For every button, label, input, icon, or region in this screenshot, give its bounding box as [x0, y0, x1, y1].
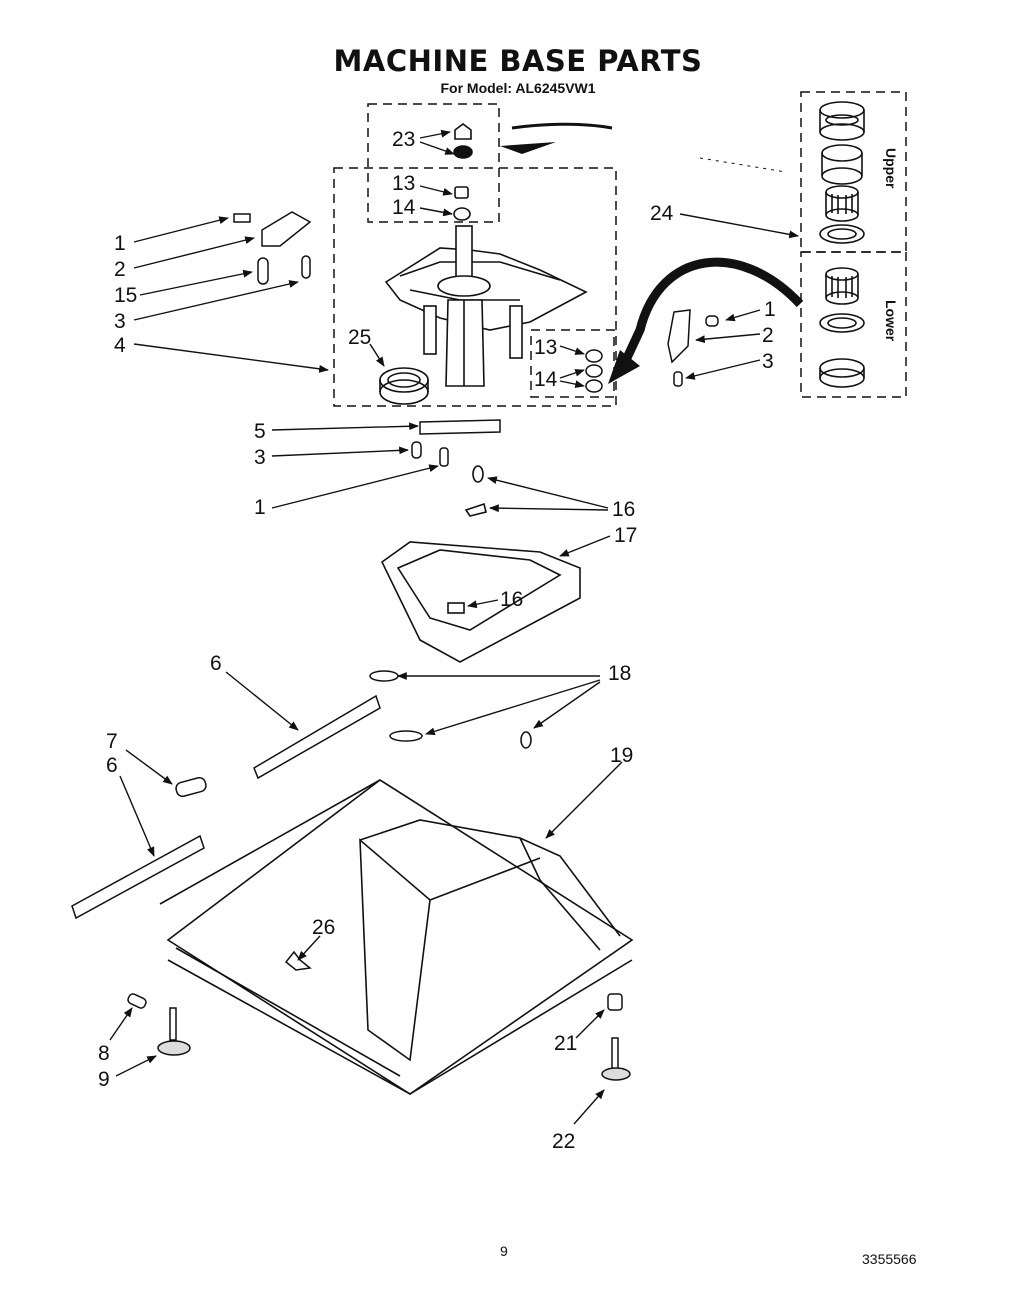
left-bracket-parts	[233, 211, 312, 285]
model-subtitle: For Model: AL6245VW1	[440, 80, 596, 96]
callout-23: 23	[392, 128, 415, 151]
page-number: 9	[500, 1243, 508, 1259]
callout-2-left: 2	[114, 258, 126, 281]
callout-3-right: 3	[762, 350, 774, 373]
callout-14-pulley: 14	[534, 368, 558, 391]
cabinet-base-frame	[159, 779, 634, 1095]
callout-3-lower: 3	[254, 446, 266, 469]
callout-labels: 1 2 15 3 4 23 13 14 25 24 1 2 3 13 14 5 …	[98, 128, 776, 1153]
lower-bearing-parts	[819, 267, 865, 388]
callout-24: 24	[650, 202, 674, 225]
foot-parts	[127, 950, 631, 1081]
callout-22: 22	[552, 1130, 575, 1153]
callout-2-right: 2	[762, 324, 774, 347]
callout-19: 19	[610, 744, 633, 767]
nut-stack-parts	[453, 123, 473, 221]
lower-label: Lower	[883, 300, 899, 342]
callout-6-upper: 6	[210, 652, 222, 675]
callout-21: 21	[554, 1032, 577, 1055]
dashed-leader	[699, 157, 787, 173]
callout-7: 7	[106, 730, 118, 753]
callout-18: 18	[608, 662, 631, 685]
callout-14-top: 14	[392, 196, 416, 219]
document-number: 3355566	[862, 1251, 917, 1267]
transmission-assembly-boxes	[333, 91, 907, 407]
seal-ring-part	[379, 367, 429, 405]
callout-3-left: 3	[114, 310, 126, 333]
callout-1-left: 1	[114, 232, 126, 255]
curved-arrow-head	[608, 350, 640, 384]
callout-1-right: 1	[764, 298, 776, 321]
callout-13-pulley: 13	[534, 336, 557, 359]
upper-bearing-parts	[819, 101, 865, 244]
rail-parts	[71, 670, 532, 920]
pulley-nut-parts	[585, 349, 603, 393]
callout-15: 15	[114, 284, 137, 307]
callout-4: 4	[114, 334, 126, 357]
callout-1-lower: 1	[254, 496, 266, 519]
callout-17: 17	[614, 524, 637, 547]
callout-16-frame: 16	[500, 588, 523, 611]
callout-26: 26	[312, 916, 335, 939]
curved-pointer-arrow	[621, 257, 804, 362]
transmission-assembly	[384, 225, 588, 387]
top-parts-dashed-box	[367, 103, 500, 223]
brace-parts	[411, 419, 501, 467]
tub-support-frame	[380, 465, 581, 663]
callout-13-top: 13	[392, 172, 415, 195]
top-arrow-head	[500, 142, 556, 154]
callout-25: 25	[348, 326, 371, 349]
assembly-dashed-box	[333, 167, 617, 407]
page-title: MACHINE BASE PARTS	[333, 44, 703, 78]
callout-5: 5	[254, 420, 266, 443]
right-bracket-parts	[667, 309, 719, 387]
callout-16-top: 16	[612, 498, 635, 521]
callout-6-lower: 6	[106, 754, 118, 777]
lower-bearing-box	[800, 251, 907, 398]
leader-arrows	[109, 129, 799, 1125]
upper-label: Upper	[883, 148, 899, 189]
callout-8: 8	[98, 1042, 110, 1065]
callout-9: 9	[98, 1068, 110, 1091]
top-pointer-arrow	[511, 122, 613, 130]
